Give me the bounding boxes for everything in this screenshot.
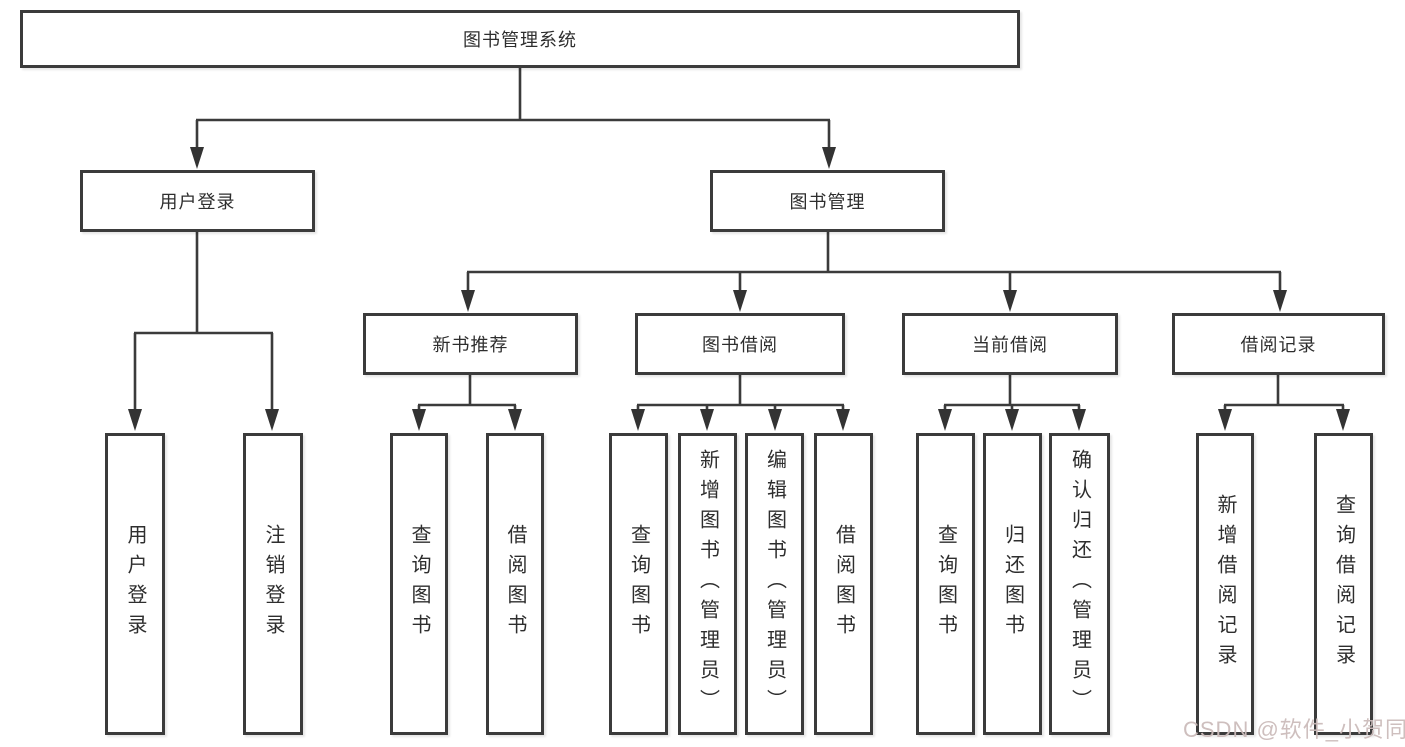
node-label: 新书推荐 xyxy=(432,335,509,355)
node-label: 用户登录 xyxy=(159,192,236,212)
arrow-down-icon xyxy=(1003,290,1017,312)
arrow-down-icon xyxy=(938,409,952,431)
arrow-down-icon xyxy=(128,409,142,431)
csdn-watermark: CSDN @软件_小贺同学 xyxy=(1183,717,1405,742)
arrow-down-icon xyxy=(265,409,279,431)
arrow-down-icon xyxy=(1072,409,1086,431)
leaf-newbook-query-book: 查询图书 xyxy=(390,433,448,735)
arrow-down-icon xyxy=(631,409,645,431)
arrow-down-icon xyxy=(1273,290,1287,312)
node-label: 查询借阅记录 xyxy=(1332,494,1355,674)
node-label: 查询图书 xyxy=(408,524,430,644)
leaf-borrow-query-book: 查询图书 xyxy=(609,433,668,735)
leaf-borrow-borrow-book: 借阅图书 xyxy=(814,433,873,735)
arrow-down-icon xyxy=(190,147,204,169)
leaf-borrow-add-book-admin: 新增图书（管理员） xyxy=(678,433,737,735)
node-label: 查询图书 xyxy=(627,524,650,644)
node-label: 借阅记录 xyxy=(1240,335,1317,355)
node-label: 用户登录 xyxy=(124,524,146,644)
leaf-current-query-book: 查询图书 xyxy=(916,433,975,735)
node-label: 归还图书 xyxy=(1001,524,1024,644)
arrow-down-icon xyxy=(508,409,522,431)
arrow-down-icon xyxy=(768,409,782,431)
node-label: 新增借阅记录 xyxy=(1214,494,1236,674)
leaf-current-confirm-return-admin: 确认归还（管理员） xyxy=(1049,433,1110,735)
node-borrow-record: 借阅记录 xyxy=(1172,313,1385,375)
leaf-record-add-record: 新增借阅记录 xyxy=(1196,433,1254,735)
node-current-borrow: 当前借阅 xyxy=(902,313,1118,375)
node-root-system: 图书管理系统 xyxy=(20,10,1020,68)
node-book-borrow: 图书借阅 xyxy=(635,313,845,375)
leaf-user-login: 用户登录 xyxy=(105,433,165,735)
node-label: 借阅图书 xyxy=(504,524,526,644)
node-user-login: 用户登录 xyxy=(80,170,315,232)
node-label: 当前借阅 xyxy=(972,335,1048,355)
node-label: 图书管理系统 xyxy=(463,30,577,50)
node-label: 新增图书（管理员） xyxy=(696,449,719,719)
arrow-down-icon xyxy=(461,290,475,312)
leaf-record-query-record: 查询借阅记录 xyxy=(1314,433,1373,735)
node-label: 确认归还（管理员） xyxy=(1068,449,1091,719)
arrow-down-icon xyxy=(733,290,747,312)
leaf-current-return-book: 归还图书 xyxy=(983,433,1042,735)
arrow-down-icon xyxy=(1218,409,1232,431)
leaf-logout: 注销登录 xyxy=(243,433,303,735)
node-label: 注销登录 xyxy=(262,524,284,644)
arrow-down-icon xyxy=(836,409,850,431)
arrow-down-icon xyxy=(412,409,426,431)
arrow-down-icon xyxy=(822,147,836,169)
node-new-book-recommend: 新书推荐 xyxy=(363,313,578,375)
arrow-down-icon xyxy=(1005,409,1019,431)
node-label: 编辑图书（管理员） xyxy=(763,449,786,719)
leaf-borrow-edit-book-admin: 编辑图书（管理员） xyxy=(745,433,804,735)
node-book-management: 图书管理 xyxy=(710,170,945,232)
node-label: 查询图书 xyxy=(934,524,957,644)
node-label: 图书借阅 xyxy=(702,335,778,355)
arrow-down-icon xyxy=(700,409,714,431)
node-label: 图书管理 xyxy=(789,192,866,212)
leaf-newbook-borrow-book: 借阅图书 xyxy=(486,433,544,735)
arrow-down-icon xyxy=(1336,409,1350,431)
node-label: 借阅图书 xyxy=(832,524,855,644)
